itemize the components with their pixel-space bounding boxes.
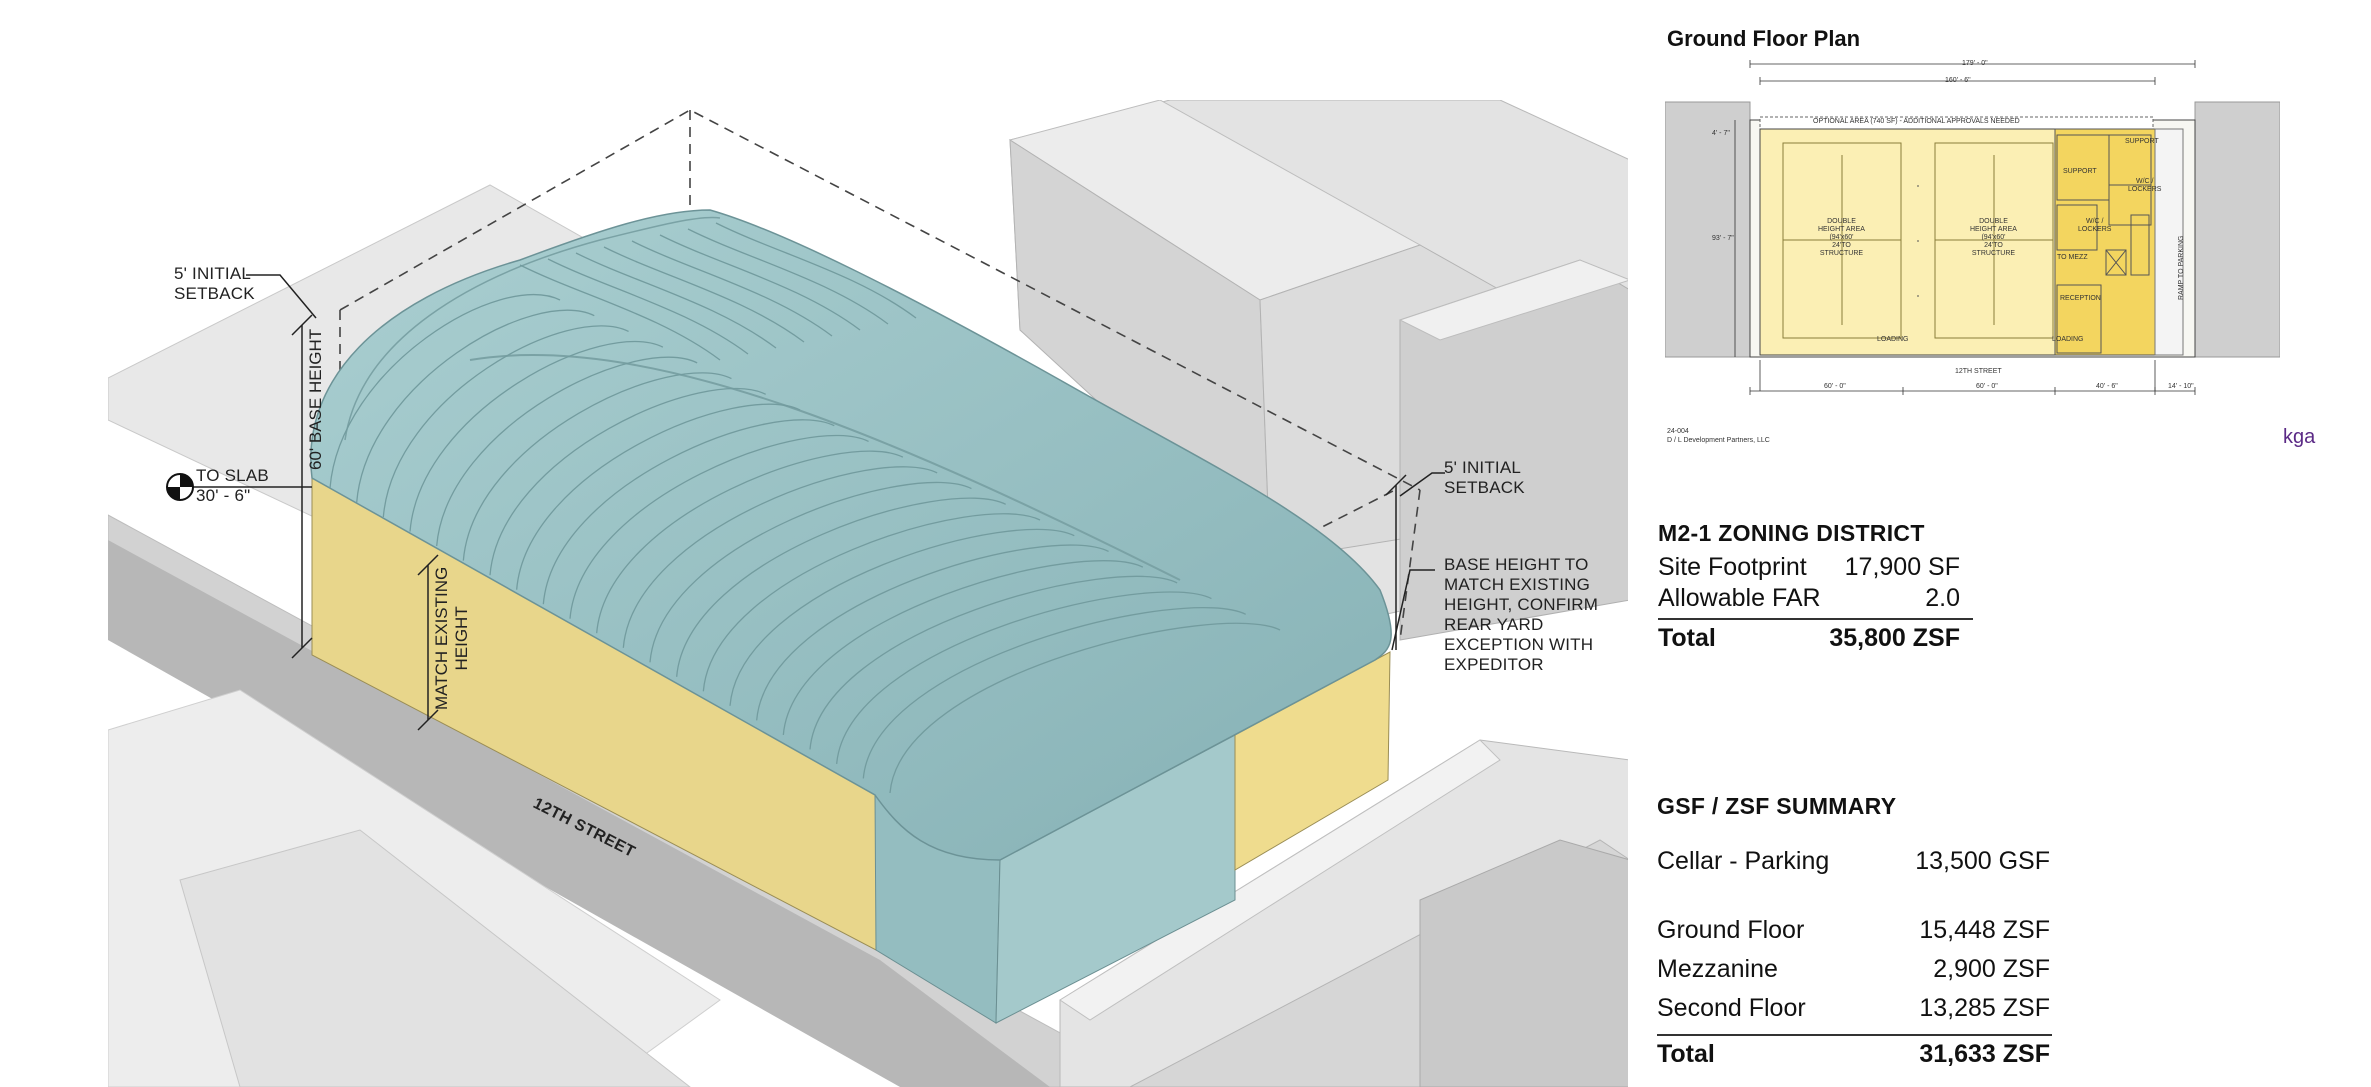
summary-row-value: 2,900 ZSF — [1933, 955, 2050, 983]
dome-rib — [729, 528, 1075, 706]
plan-support-2-label: SUPPORT — [2125, 138, 2159, 145]
dome-rib — [596, 450, 904, 634]
dome-rib — [575, 252, 777, 349]
plan-dim-bottom-1: 60' - 0" — [1824, 383, 1846, 390]
zoning-row-value: 2.0 — [1925, 584, 1960, 612]
plan-wc-lockers-1-label: W/C /LOCKERS — [2128, 178, 2162, 193]
dome-rib — [862, 607, 1246, 779]
plan-dim-top-1: 179' - 0" — [1962, 60, 1988, 67]
dome-rib — [836, 591, 1212, 765]
dome-rib — [809, 575, 1178, 750]
plan-dim-bottom-4: 14' - 10" — [2168, 383, 2194, 390]
plan-ramp-label: RAMP TO PARKING — [2178, 235, 2185, 300]
summary-cellar-label: Cellar - Parking — [1657, 847, 1830, 875]
dome-rib — [649, 481, 972, 663]
axonometric-view — [108, 100, 1628, 1087]
context-block-bottom-left-2 — [179, 829, 691, 1087]
dome-rib — [687, 228, 889, 325]
summary-row-value: 13,285 ZSF — [1919, 994, 2050, 1022]
dome-rib — [715, 222, 917, 319]
dome-rib — [702, 513, 1041, 692]
plan-street-label: 12TH STREET — [1955, 368, 2002, 375]
dome-rib — [676, 497, 1006, 677]
street-shadow — [108, 540, 1050, 1087]
dome-rib — [782, 560, 1144, 735]
air-dome-roof — [310, 209, 1392, 861]
dome-rib — [519, 264, 721, 361]
plan-client: D / L Development Partners, LLC — [1667, 437, 1770, 444]
summary-row-value: 15,448 ZSF — [1919, 916, 2050, 944]
match-existing-label: MATCH EXISTING HEIGHT — [432, 566, 471, 710]
firm-logo: kga — [2283, 426, 2316, 448]
summary-title: GSF / ZSF SUMMARY — [1657, 793, 1897, 819]
summary-total-label: Total — [1657, 1040, 1715, 1068]
dome-rib — [603, 246, 805, 343]
setback-left-label: 5' INITIAL SETBACK — [174, 264, 255, 303]
plan-loading-2-label: LOADING — [2052, 336, 2084, 343]
zoning-row-value: 17,900 SF — [1844, 553, 1960, 581]
dome-rib — [382, 325, 629, 518]
plan-project-no: 24-004 — [1667, 428, 1689, 435]
zoning-row-label: Site Footprint — [1658, 553, 1807, 581]
ground-floor-plan — [1665, 60, 2280, 395]
setback-right-label: 5' INITIAL SETBACK — [1444, 458, 1525, 497]
dome-rib — [436, 356, 698, 547]
dome-rib — [542, 419, 835, 605]
dome-rib — [462, 372, 732, 561]
plan-wc-lockers-2-label: W/C /LOCKERS — [2078, 218, 2112, 233]
dome-rib — [889, 622, 1281, 794]
dome-rib — [329, 294, 561, 489]
plan-dim-bottom-2: 60' - 0" — [1976, 383, 1998, 390]
plan-support-1-label: SUPPORT — [2063, 168, 2097, 175]
summary-row-label: Second Floor — [1657, 994, 1806, 1022]
dome-rib — [622, 466, 938, 648]
to-slab-label: TO SLAB 30' - 6" — [196, 466, 269, 505]
zoning-row-label: Allowable FAR — [1658, 584, 1821, 612]
summary-row-label: Mezzanine — [1657, 955, 1778, 983]
dome-rib — [659, 234, 861, 331]
plan-dim-bottom-3: 40' - 6" — [2096, 383, 2118, 390]
base-height-label: 60' BASE HEIGHT — [306, 328, 325, 470]
summary-total-value: 31,633 ZSF — [1919, 1040, 2050, 1068]
dome-rib — [756, 544, 1109, 721]
plan-loading-1-label: LOADING — [1877, 336, 1909, 343]
dome-rib — [631, 240, 833, 337]
plan-dim-left-2: 93' - 7" — [1712, 235, 1734, 242]
zoning-total-value: 35,800 ZSF — [1829, 624, 1960, 652]
plan-reception-label: RECEPTION — [2060, 295, 2101, 302]
dome-rib — [356, 309, 595, 503]
dome-rib — [489, 387, 767, 576]
summary-divider — [1657, 1034, 2052, 1036]
base-height-note: BASE HEIGHT TO MATCH EXISTING HEIGHT, CO… — [1444, 555, 1599, 674]
zoning-divider — [1658, 618, 1973, 620]
dome-rib — [569, 434, 869, 619]
plan-dim-left-1: 4' - 7" — [1712, 130, 1730, 137]
dome-rib — [516, 403, 801, 590]
summary-row-label: Ground Floor — [1657, 916, 1805, 944]
plan-title: Ground Floor Plan — [1667, 26, 1861, 51]
plan-dim-top-2: 160' - 6" — [1945, 77, 1971, 84]
summary-cellar-value: 13,500 GSF — [1915, 847, 2050, 875]
plan-optional-area: OPTIONAL AREA (740 SF) - ADDITIONAL APPR… — [1813, 118, 2020, 125]
zoning-title: M2-1 ZONING DISTRICT — [1658, 520, 1925, 546]
zoning-total-label: Total — [1658, 624, 1716, 652]
dome-rib — [409, 341, 664, 532]
dome-rib — [547, 258, 749, 355]
plan-to-mezz-label: TO MEZZ — [2057, 254, 2088, 261]
